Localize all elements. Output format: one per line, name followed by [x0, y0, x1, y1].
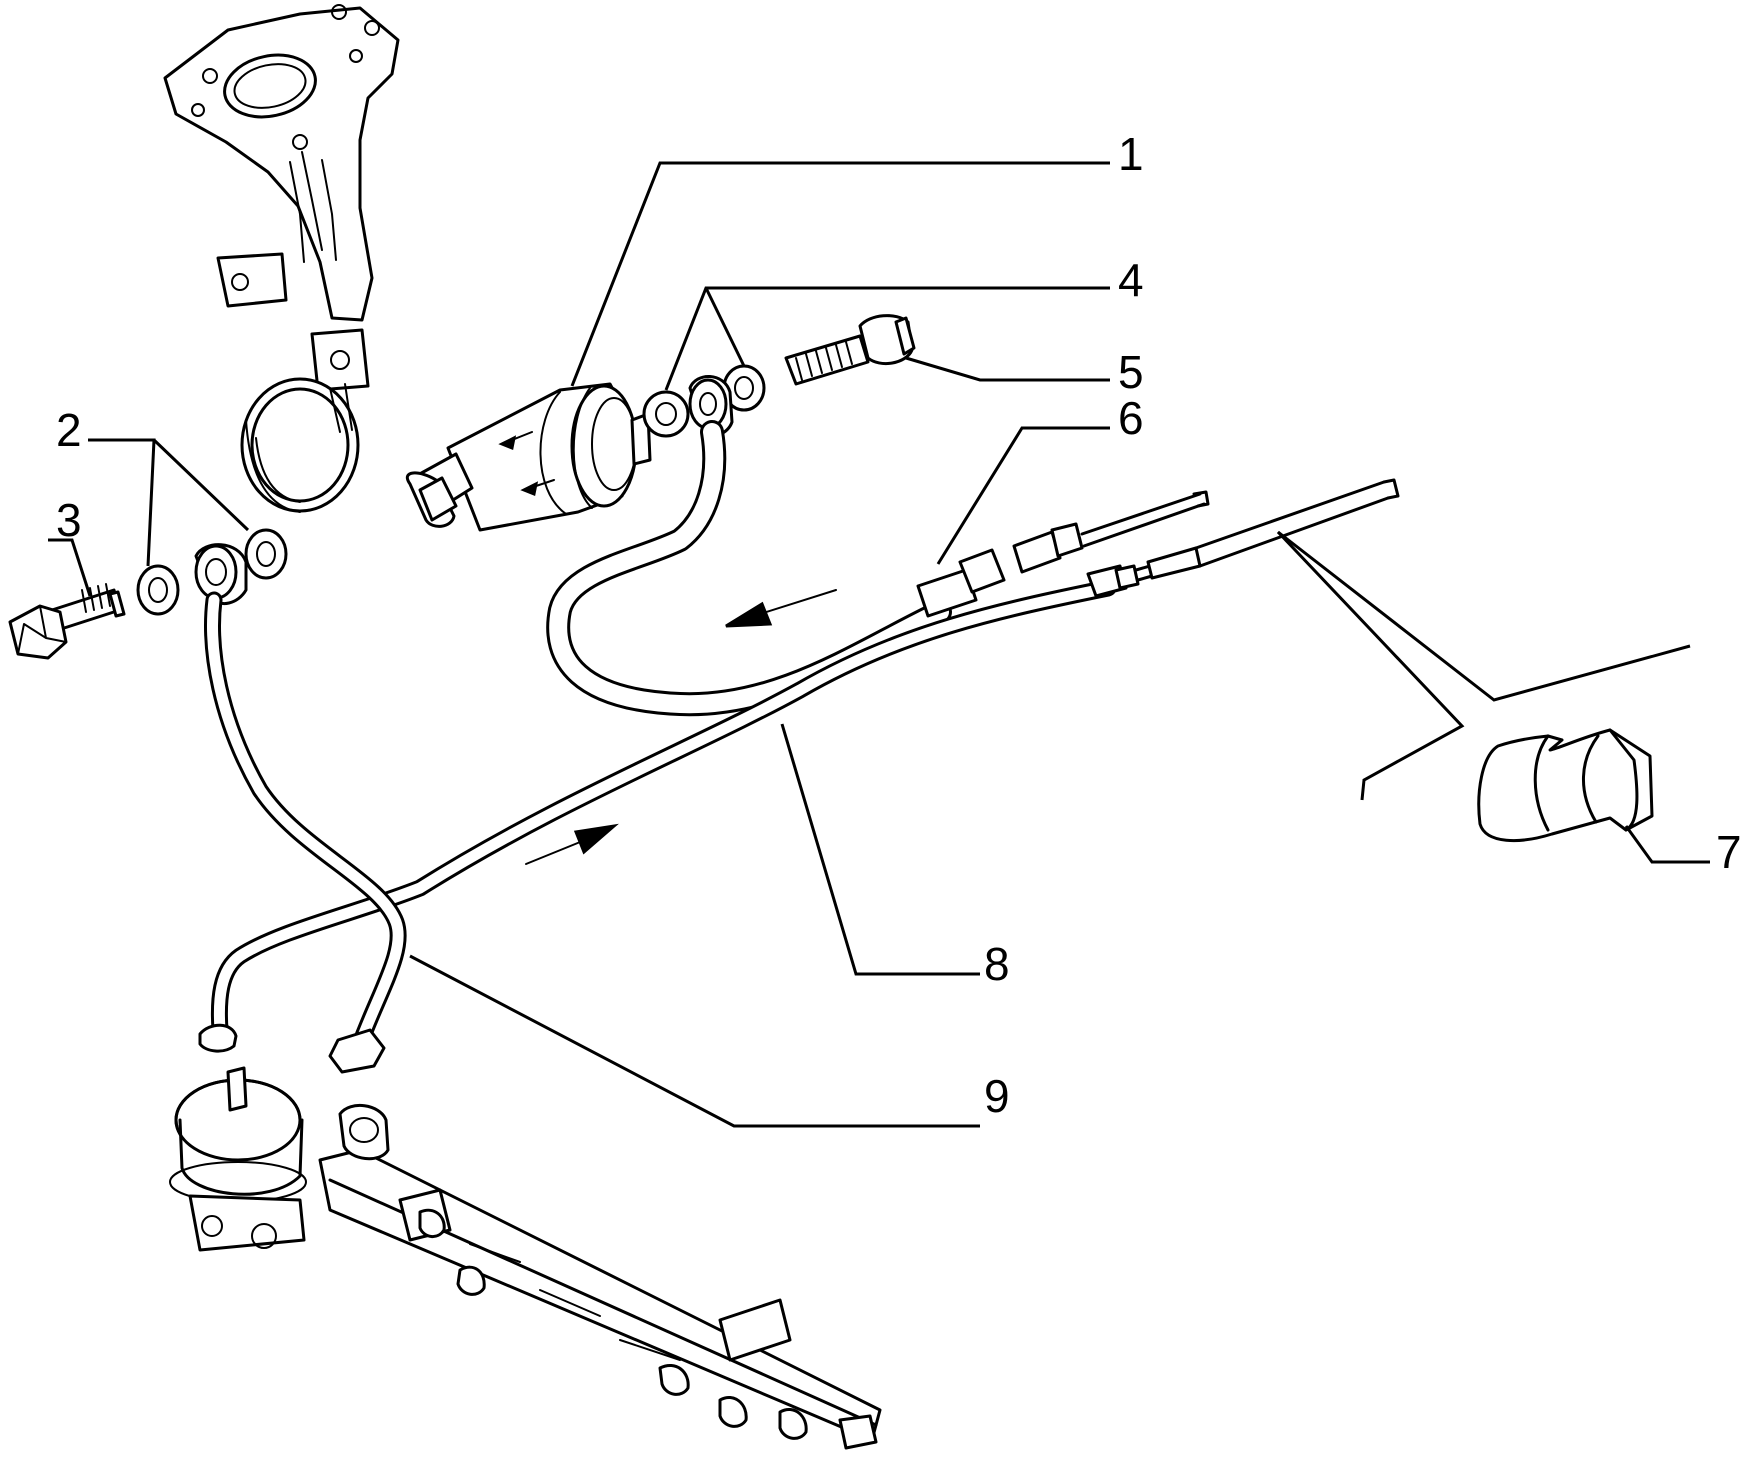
callout-8: 8	[984, 938, 1010, 990]
flow-arrow-supply	[525, 823, 619, 865]
metal-fuel-lines	[1080, 478, 1400, 582]
banjo-bolt-5	[784, 314, 916, 386]
sealing-washers-4	[642, 364, 766, 438]
fuel-pipe-9	[204, 591, 407, 1053]
callout-2: 2	[56, 404, 82, 456]
callout-numbers: 1 4 5 6 2 3 7 8 9	[56, 128, 1742, 1122]
callout-4: 4	[1118, 254, 1144, 306]
banjo-bolt-3	[8, 583, 126, 660]
clamp-band	[240, 377, 360, 513]
pressure-regulator	[169, 1066, 307, 1252]
callout-3: 3	[56, 494, 82, 546]
fuel-hose-8	[210, 579, 1117, 1039]
callout-7: 7	[1716, 826, 1742, 878]
sealing-washers-2	[136, 528, 288, 616]
fuel-filter	[406, 382, 652, 532]
callout-6: 6	[1118, 392, 1144, 444]
flow-arrow-return	[725, 589, 837, 628]
leader-lines	[48, 161, 1710, 1128]
banjo-fitting-lower	[194, 543, 248, 606]
hose-clip-7	[1477, 728, 1654, 843]
callout-5: 5	[1118, 346, 1144, 398]
callout-1: 1	[1118, 128, 1144, 180]
fuel-rail	[318, 1103, 882, 1450]
pipe-fittings	[198, 522, 1140, 1074]
mounting-bracket	[163, 4, 400, 392]
callout-9: 9	[984, 1070, 1010, 1122]
